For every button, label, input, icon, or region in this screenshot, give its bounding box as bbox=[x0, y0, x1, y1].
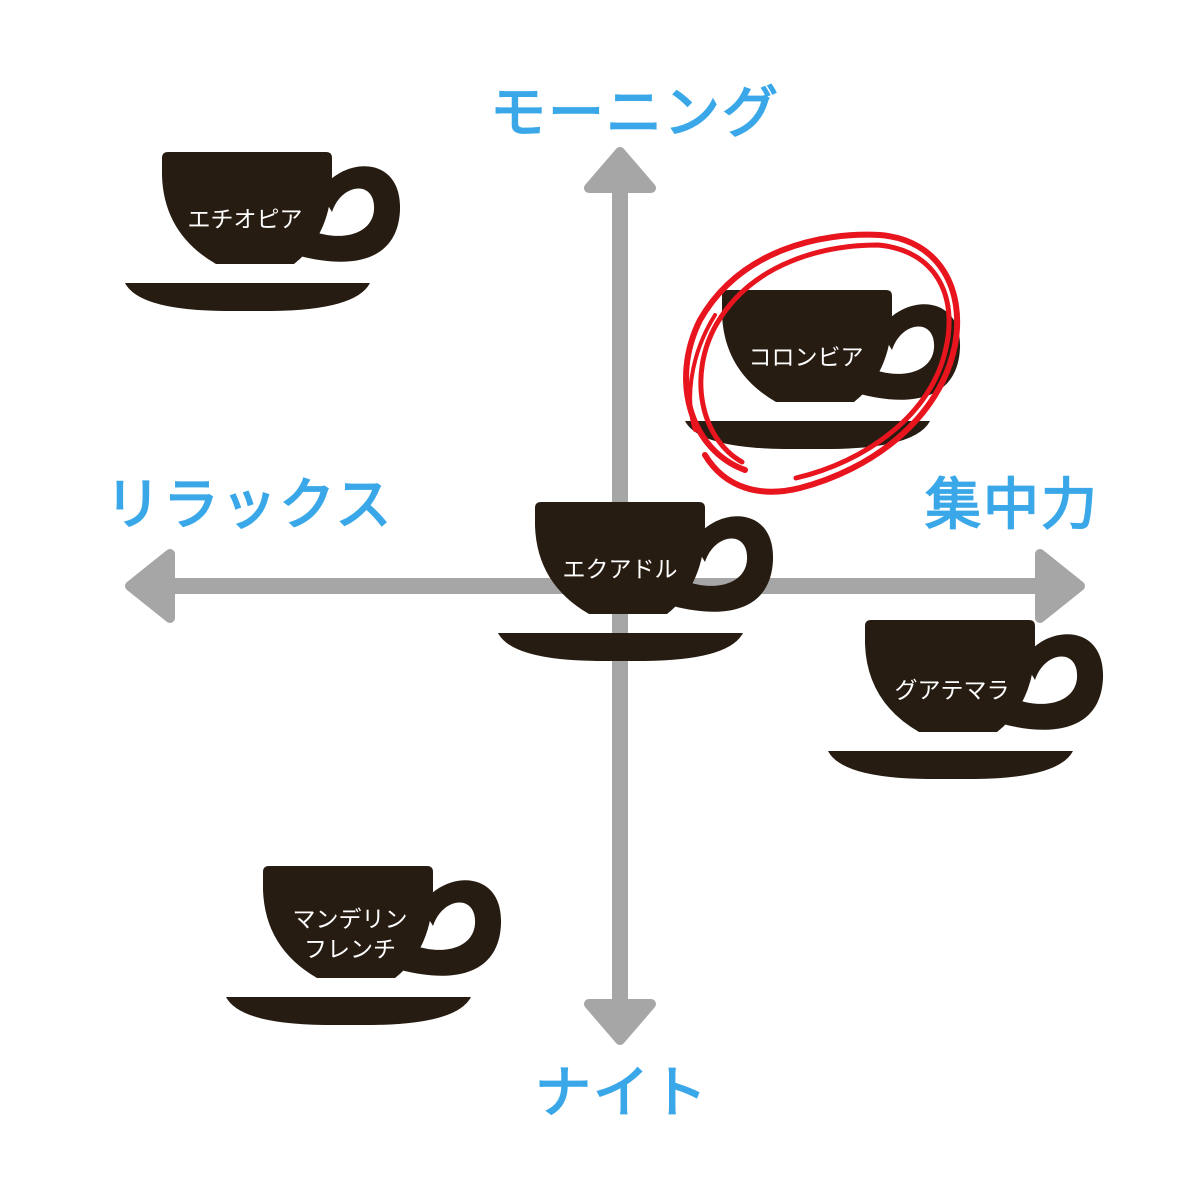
cup-body bbox=[162, 152, 332, 264]
cup-label-line: エチオピア bbox=[187, 207, 303, 233]
arrow-head-right-icon bbox=[1035, 549, 1085, 623]
cup-label-line: マンデリン bbox=[292, 907, 408, 933]
highlight-layer bbox=[683, 231, 961, 495]
coffee-cup-icon bbox=[125, 152, 401, 311]
axis-label-relax: リラックス bbox=[105, 473, 394, 538]
saucer bbox=[828, 751, 1073, 779]
highlight-circle-stroke bbox=[698, 242, 952, 481]
highlight-circle-stroke bbox=[688, 313, 717, 432]
saucer bbox=[125, 283, 370, 311]
cup-label-line: コロンビア bbox=[748, 345, 864, 371]
cup-label-mandheling-french: マンデリン フレンチ bbox=[270, 905, 430, 965]
coffee-cup-icon bbox=[226, 866, 502, 1025]
coffee-cup-icon bbox=[498, 502, 774, 661]
axis-label-morning: モーニング bbox=[490, 81, 780, 146]
saucer bbox=[685, 421, 930, 449]
axis-label-focus: 集中力 bbox=[925, 473, 1099, 538]
arrow-head-up-icon bbox=[584, 147, 656, 193]
axis-label-night: ナイト bbox=[535, 1061, 709, 1126]
coffee-cup-icon bbox=[828, 620, 1104, 779]
cup-label-ethiopia: エチオピア bbox=[165, 205, 325, 235]
cup-body bbox=[722, 290, 892, 402]
cup-label-colombia: コロンビア bbox=[726, 343, 886, 373]
arrow-head-left-icon bbox=[125, 549, 175, 623]
cup-handle bbox=[401, 880, 502, 976]
saucer bbox=[498, 633, 743, 661]
cup-label-line: エクアドル bbox=[562, 557, 678, 583]
arrow-head-down-icon bbox=[584, 999, 656, 1045]
cup-body bbox=[263, 866, 433, 978]
cup-handle bbox=[1003, 634, 1104, 730]
cup-body bbox=[535, 502, 705, 614]
cup-label-guatemala: グアテマラ bbox=[872, 676, 1032, 706]
cup-label-ecuador: エクアドル bbox=[540, 555, 700, 585]
cup-body bbox=[865, 620, 1035, 732]
cup-handle bbox=[673, 516, 774, 612]
saucer bbox=[226, 997, 471, 1025]
cup-label-line: フレンチ bbox=[304, 937, 396, 963]
highlight-circle-stroke bbox=[683, 231, 961, 495]
cup-label-line: グアテマラ bbox=[894, 678, 1010, 704]
cup-handle bbox=[300, 166, 401, 262]
